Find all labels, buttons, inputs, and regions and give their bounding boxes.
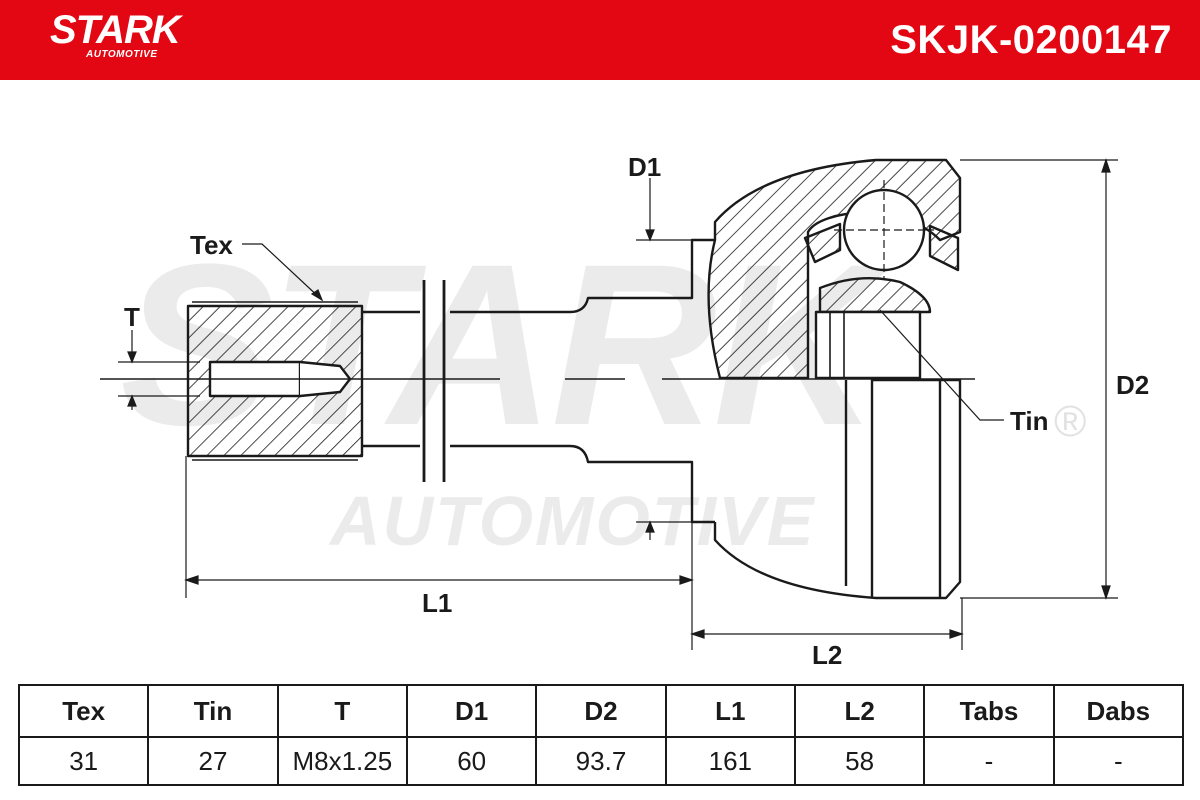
spec-value-dabs: - — [1052, 736, 1185, 786]
spec-value-d1: 60 — [405, 736, 538, 786]
label-d1: D1 — [628, 152, 662, 182]
spec-table: Tex Tin T D1 D2 L1 L2 Tabs Dabs 31 27 M8… — [17, 684, 1185, 786]
header-bar: STARK AUTOMOTIVE SKJK-0200147 — [0, 0, 1200, 80]
spec-value-tabs: - — [923, 736, 1055, 786]
spec-header-dabs: Dabs — [1052, 684, 1185, 738]
spec-header-row: Tex Tin T D1 D2 L1 L2 Tabs Dabs — [17, 684, 1185, 738]
bell-housing-lower — [713, 378, 962, 600]
watermark-subtitle: AUTOMOTIVE — [330, 482, 816, 560]
label-tex: Tex — [190, 230, 233, 260]
spec-header-tin: Tin — [147, 684, 279, 738]
spec-value-row: 31 27 M8x1.25 60 93.7 161 58 - - — [17, 736, 1185, 786]
cage-section — [803, 222, 960, 272]
spec-header-l2: L2 — [793, 684, 926, 738]
inner-race-section — [818, 276, 932, 314]
spec-value-t: M8x1.25 — [276, 736, 408, 786]
label-l1: L1 — [422, 588, 453, 618]
label-l2: L2 — [812, 640, 843, 670]
spec-header-l1: L1 — [664, 684, 796, 738]
logo-brand: STARK — [50, 8, 181, 52]
spec-value-d2: 93.7 — [535, 736, 667, 786]
stark-logo: STARK AUTOMOTIVE — [50, 8, 181, 60]
spec-header-t: T — [276, 684, 408, 738]
spec-value-l1: 161 — [664, 736, 796, 786]
spec-header-d2: D2 — [535, 684, 667, 738]
label-tin: Tin — [1010, 406, 1049, 436]
cv-joint-drawing — [100, 158, 1118, 650]
spec-header-tabs: Tabs — [923, 684, 1055, 738]
label-d2: D2 — [1116, 370, 1150, 400]
part-number: SKJK-0200147 — [890, 18, 1172, 62]
spec-header-tex: Tex — [17, 684, 150, 738]
spec-value-l2: 58 — [793, 736, 926, 786]
spec-value-tin: 27 — [147, 736, 279, 786]
spec-value-tex: 31 — [17, 736, 150, 786]
shaft-outline — [362, 238, 715, 524]
logo-subtitle: AUTOMOTIVE — [86, 49, 158, 60]
spec-header-d1: D1 — [405, 684, 538, 738]
label-t: T — [124, 302, 140, 332]
watermark-registered-mark: ® — [1054, 397, 1087, 446]
